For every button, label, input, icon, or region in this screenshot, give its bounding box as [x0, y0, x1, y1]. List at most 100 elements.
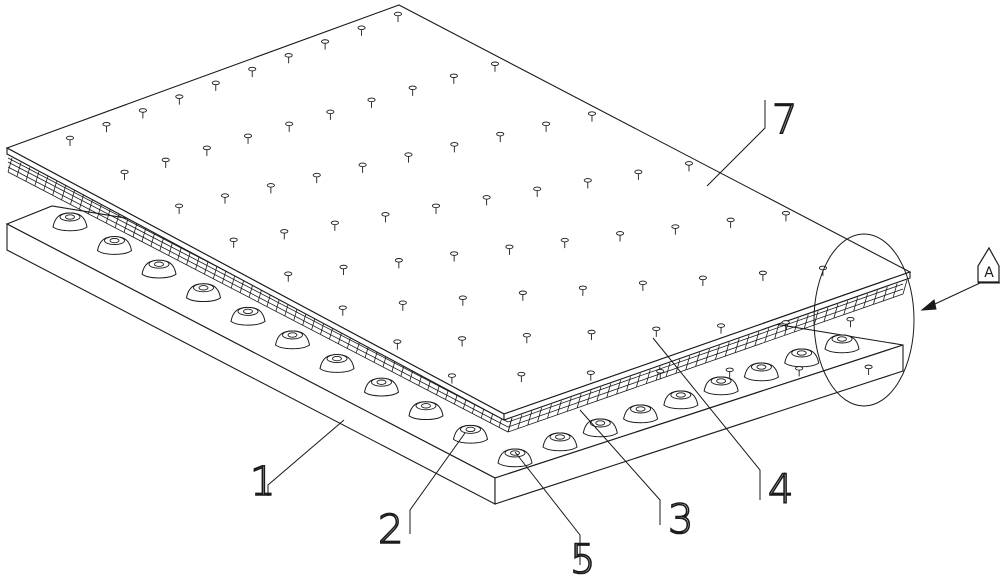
- leader-line-4: [652, 337, 761, 500]
- bump-hole: [465, 426, 476, 433]
- label-7: 7: [772, 97, 797, 143]
- stud: [357, 25, 366, 36]
- stud-head: [381, 212, 390, 217]
- bump: [824, 334, 860, 354]
- stud-head: [615, 231, 625, 236]
- stud: [321, 39, 330, 50]
- mesh-wire: [7, 166, 509, 428]
- mesh-crosswire: [902, 279, 908, 295]
- mesh-crosswire: [764, 328, 770, 343]
- mesh-crosswire: [774, 324, 780, 339]
- stud-head: [846, 316, 855, 322]
- label-1: 1: [250, 459, 275, 505]
- bump-row: [52, 212, 860, 468]
- stud-head: [517, 371, 526, 377]
- bump-hole: [154, 261, 164, 267]
- stud: [358, 162, 367, 173]
- mesh-crosswire: [566, 397, 572, 412]
- stud: [864, 364, 873, 375]
- stud: [339, 264, 348, 276]
- stud-head: [408, 85, 417, 91]
- mesh-crosswire: [793, 317, 799, 333]
- detail-circle: [813, 233, 915, 407]
- stud-head: [220, 193, 230, 198]
- stud-head: [587, 111, 597, 116]
- bump-hole: [555, 434, 565, 440]
- stud-head: [284, 53, 293, 58]
- stud-head: [522, 332, 531, 338]
- stud-head: [431, 203, 441, 209]
- stud-head: [652, 326, 661, 332]
- stud: [381, 212, 390, 223]
- stud: [587, 329, 596, 341]
- mesh-crosswire: [16, 162, 22, 177]
- stud: [202, 145, 211, 156]
- bump: [784, 348, 820, 368]
- bump-hole: [635, 406, 646, 412]
- detail-callout: [813, 233, 1000, 407]
- mesh-wire: [7, 161, 509, 423]
- stud-head: [450, 251, 459, 256]
- top-plate: [5, 4, 912, 421]
- stud-head: [781, 210, 791, 216]
- stud: [243, 133, 253, 144]
- stud-head: [357, 25, 366, 31]
- stud: [496, 131, 505, 143]
- stud: [65, 135, 75, 146]
- mesh-crosswire: [616, 379, 622, 395]
- stud-head: [496, 131, 505, 137]
- leader-line-1: [267, 419, 345, 496]
- stud: [394, 258, 403, 269]
- mesh-crosswire: [150, 232, 156, 247]
- mesh-crosswire: [635, 373, 641, 388]
- mesh-crosswire: [547, 404, 552, 419]
- stud-head: [482, 195, 491, 200]
- mesh-crosswire: [734, 338, 740, 353]
- stud: [266, 183, 275, 194]
- bump: [96, 236, 133, 255]
- bump: [185, 283, 222, 303]
- mesh-crosswire: [556, 400, 562, 415]
- stud: [285, 121, 294, 132]
- stud: [578, 285, 587, 296]
- stud: [431, 203, 441, 214]
- stud-head: [393, 339, 402, 344]
- stud-head: [393, 11, 403, 17]
- stud-head: [533, 186, 542, 192]
- bump-hole: [198, 285, 209, 291]
- mesh-crosswire: [892, 283, 898, 298]
- stud-head: [138, 108, 147, 113]
- mesh-crosswire: [714, 345, 720, 360]
- mesh-crosswire: [803, 314, 809, 329]
- bump: [663, 390, 699, 410]
- bump-hole: [65, 214, 75, 220]
- stud-head: [818, 265, 827, 271]
- mesh-crosswire: [212, 264, 218, 279]
- stud: [517, 371, 526, 383]
- stud: [758, 270, 767, 281]
- stud-head: [656, 369, 665, 374]
- stud: [726, 217, 735, 228]
- stud-head: [518, 290, 527, 296]
- stud-head: [447, 373, 456, 378]
- stud: [583, 178, 592, 189]
- stud: [781, 320, 790, 331]
- stud: [781, 210, 791, 222]
- stud: [330, 220, 339, 231]
- bump-hole: [675, 392, 686, 398]
- mesh-crosswire: [87, 199, 93, 214]
- mesh-crosswire: [872, 290, 878, 305]
- mesh-crosswire: [96, 204, 102, 219]
- mesh-crosswire: [25, 167, 31, 182]
- stud-head: [671, 224, 680, 229]
- stud-head: [394, 258, 403, 263]
- mesh-crosswire: [70, 190, 75, 205]
- bump-hole: [595, 420, 606, 426]
- stud-head: [505, 244, 514, 250]
- stud-head: [586, 370, 595, 375]
- mesh-wire: [507, 288, 904, 428]
- stud: [161, 157, 170, 168]
- stud: [542, 121, 551, 132]
- stud: [398, 300, 407, 311]
